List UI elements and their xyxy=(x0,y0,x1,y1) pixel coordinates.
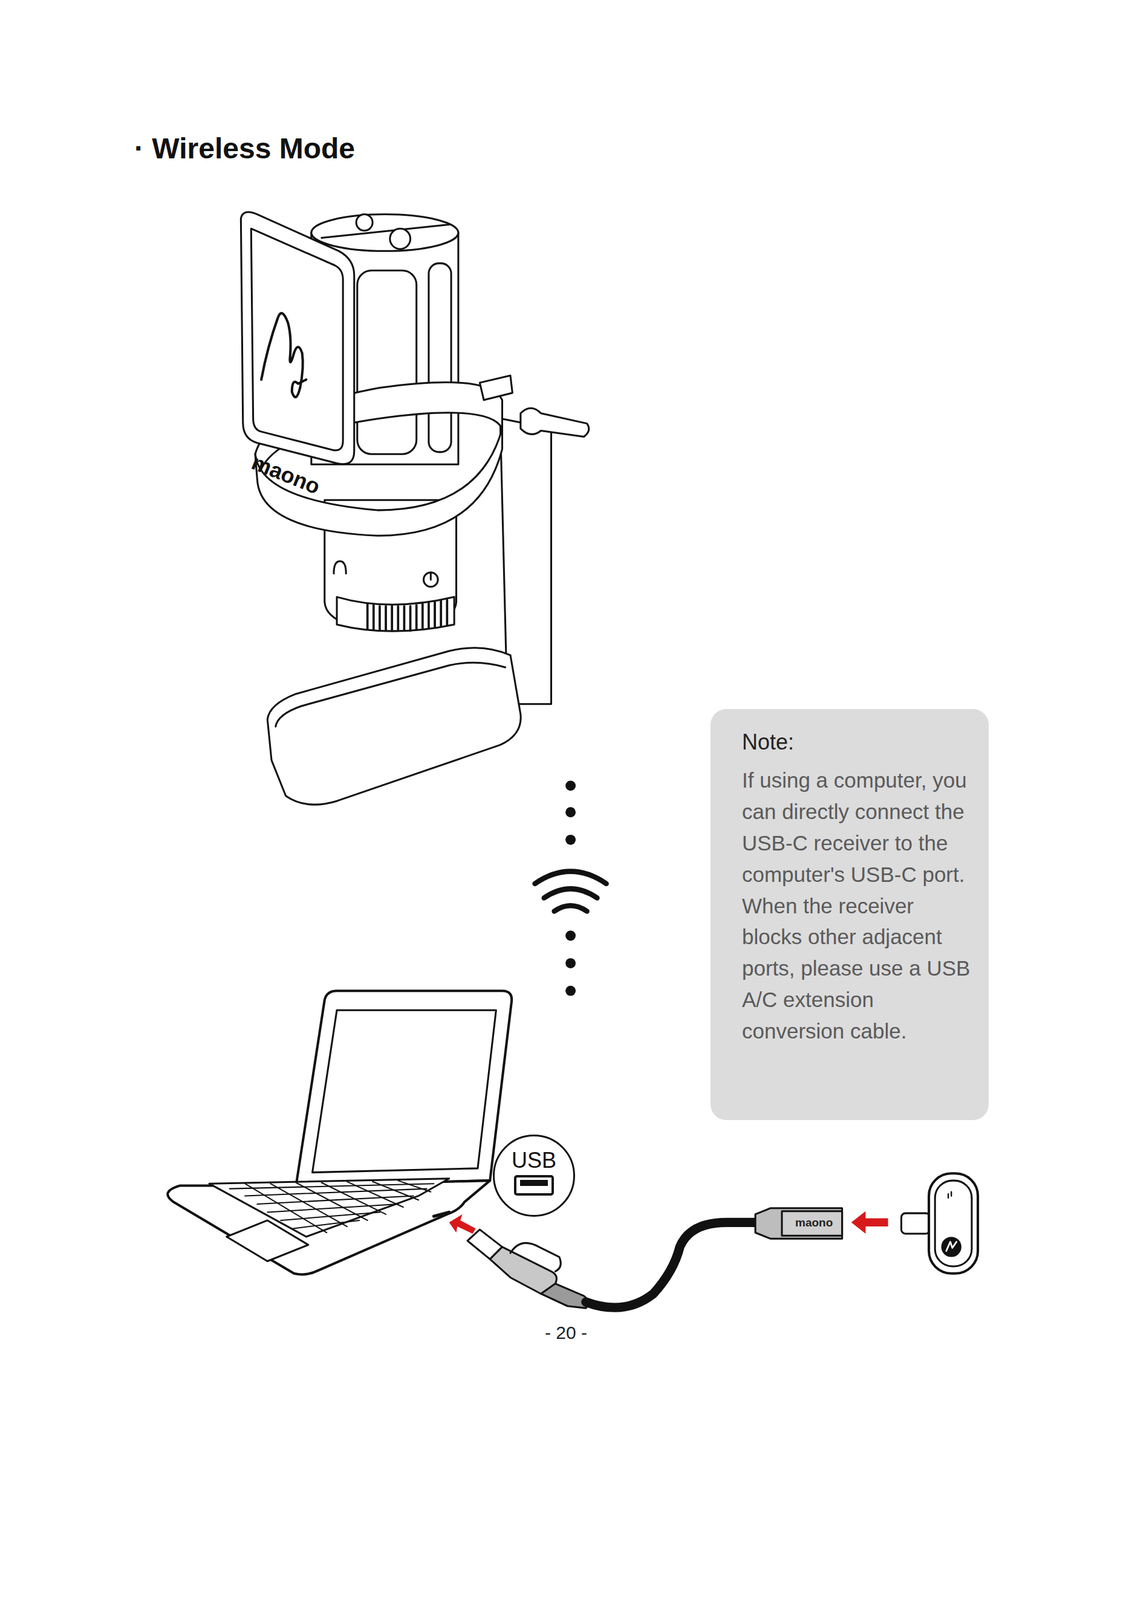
laptop xyxy=(167,991,512,1275)
cable-brand-logo: maono xyxy=(795,1216,833,1230)
usb-port-icon: USB xyxy=(492,1135,576,1218)
usb-c-receiver xyxy=(901,1173,979,1274)
wifi-arcs xyxy=(535,871,607,912)
page-title: · Wireless Mode xyxy=(134,131,355,166)
page-number: - 20 - xyxy=(544,1323,588,1344)
mic-brand-logo: maono xyxy=(247,449,324,501)
pop-filter xyxy=(240,212,354,465)
usb-port-symbol xyxy=(512,1174,556,1199)
note-body: If using a computer, you can directly co… xyxy=(741,764,976,1047)
note-box: Note: If using a computer, you can direct… xyxy=(710,709,989,1121)
note-heading: Note: xyxy=(741,727,976,758)
usb-label: USB xyxy=(494,1150,574,1172)
usb-adapter-cable xyxy=(467,1208,842,1309)
